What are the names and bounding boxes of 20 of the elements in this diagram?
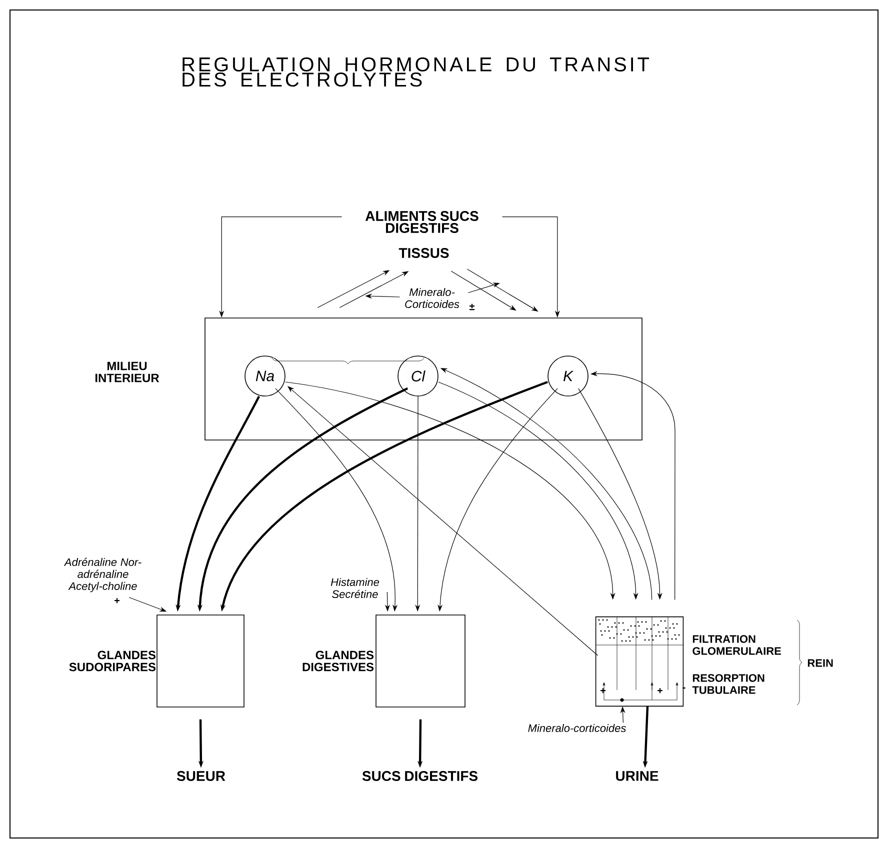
sign-label: +	[658, 688, 663, 694]
kidney-label: FILTRATION GLOMERULAIRE	[692, 635, 781, 655]
sign-label: +	[600, 688, 606, 694]
sign-label: +	[114, 598, 120, 604]
output-label: URINE	[616, 771, 658, 781]
hormone-label: Histamine Secrétine	[330, 578, 380, 598]
sign-label: ±	[470, 304, 475, 310]
output-label: SUEUR	[176, 771, 226, 781]
hormone-label: Mineralo-Corticoides	[405, 288, 460, 308]
box-heading: GLANDES DIGESTIVES	[302, 650, 374, 672]
source-label: ALIMENTS SUCS DIGESTIFS	[365, 211, 478, 233]
hormone-label: Adrénaline Nor-adrénaline Acetyl-choline	[64, 558, 142, 592]
box-heading: MILIEU INTERIEUR	[95, 362, 160, 382]
output-label: SUCS DIGESTIFS	[362, 771, 478, 781]
title: REGULATION HORMONALE DU TRANSIT DES ELECTROLYTES	[182, 57, 649, 87]
box-heading: GLANDES SUDORIPARES	[69, 650, 156, 672]
tissue-label: TISSUS	[398, 248, 449, 258]
hormone-label: Mineralo-corticoides	[528, 724, 626, 732]
kidney-label: RESORPTION TUBULAIRE	[692, 674, 764, 694]
organ-label: REIN	[808, 659, 833, 667]
